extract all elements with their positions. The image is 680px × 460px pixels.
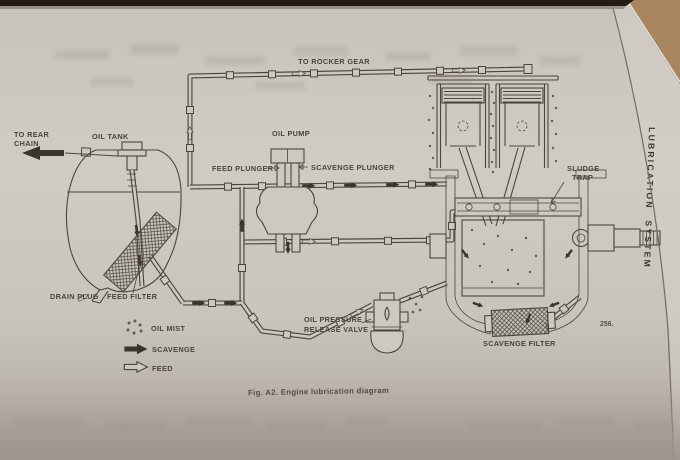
label-oil-tank: OIL TANK xyxy=(92,132,129,141)
label-oil-pump: OIL PUMP xyxy=(272,129,310,138)
crankshaft xyxy=(587,224,661,252)
label-scavenge-filter: SCAVENGE FILTER xyxy=(483,339,556,348)
feed-plunger-pointer xyxy=(266,164,280,172)
froth-tower-baffles xyxy=(127,173,137,187)
label-feed-filter: FEED FILTER xyxy=(107,292,158,301)
oil-tank xyxy=(64,141,182,304)
label-to-rocker-gear: TO ROCKER GEAR xyxy=(298,57,370,66)
diagram-labels: TO ROCKER GEAR TO REAR CHAIN OIL TANK OI… xyxy=(14,57,600,348)
page-cut-edge xyxy=(626,0,680,83)
legend-oil-mist: OIL MIST xyxy=(126,319,185,335)
drain-plug-spout xyxy=(91,288,109,304)
label-drain-plug: DRAIN PLUG xyxy=(50,292,99,301)
piston-right-crown xyxy=(500,87,544,104)
label-oil-pressure-1: OIL PRESSURE xyxy=(304,315,362,324)
rocker-pipe-end-cap xyxy=(523,64,533,74)
photo-top-dark-fade xyxy=(0,6,626,9)
label-sludge-trap-2: TRAP xyxy=(572,173,593,182)
crankcase xyxy=(429,169,661,335)
feed-plunger-stem xyxy=(276,162,286,188)
label-sludge-trap-1: SLUDGE xyxy=(567,164,600,173)
pipe-couplings xyxy=(80,66,570,340)
wrist-pin-left xyxy=(457,120,469,132)
photo-top-dark-edge xyxy=(0,0,634,6)
label-feed-plunger: FEED PLUNGER xyxy=(212,164,274,173)
lubrication-diagram: TO ROCKER GEAR TO REAR CHAIN OIL TANK OI… xyxy=(14,57,661,397)
scavenge-filter-element xyxy=(484,306,556,338)
rear-chain-feed-line xyxy=(64,152,119,157)
label-to-rear-chain-1: TO REAR xyxy=(14,130,50,139)
legend-scavenge: SCAVENGE xyxy=(124,343,195,355)
legend: OIL MIST SCAVENGE FEED xyxy=(123,319,195,373)
legend-feed: FEED xyxy=(123,361,173,373)
main-bearing-band xyxy=(454,197,582,217)
piston-left-crown xyxy=(441,87,485,104)
oil-pump xyxy=(255,148,319,254)
scavenge-plunger-pointer xyxy=(298,163,308,171)
wrist-pin-right xyxy=(516,120,528,132)
legend-oil-mist-label: OIL MIST xyxy=(151,324,185,333)
sludge-trap xyxy=(509,199,539,215)
table-surface-corner xyxy=(626,0,680,84)
legend-feed-label: FEED xyxy=(152,364,173,373)
oil-mist-symbol xyxy=(126,319,143,335)
crankcase-left-fitting xyxy=(429,233,447,259)
pipe-pump-to-crankcase-upper xyxy=(189,182,448,189)
scavenge-plunger-stem xyxy=(290,162,300,188)
photo-bottom-shadow xyxy=(0,380,680,460)
pump-body xyxy=(255,186,319,235)
feed-filter-leader xyxy=(132,271,139,294)
to-rear-chain-arrow xyxy=(22,146,64,160)
oil-pressure-release-valve xyxy=(365,292,409,354)
filler-cap xyxy=(117,141,147,171)
crank-chamber xyxy=(461,219,545,297)
legend-scavenge-label: SCAVENGE xyxy=(152,345,195,354)
label-to-rear-chain-2: CHAIN xyxy=(14,139,39,148)
label-oil-pressure-2: RELEASE VALVE xyxy=(304,325,368,334)
oil-mist-dots xyxy=(408,90,558,314)
crankcase-wall-right xyxy=(545,175,589,333)
crankcase-wall-left xyxy=(445,175,493,335)
cylinder-right xyxy=(495,83,549,227)
page-edge-strip xyxy=(613,0,680,460)
feed-filter-element xyxy=(102,211,178,293)
valve-bell xyxy=(370,330,404,354)
page-number: 256. xyxy=(600,321,614,328)
sludge-trap-leader xyxy=(550,181,565,204)
label-scavenge-plunger: SCAVENGE PLUNGER xyxy=(311,163,395,172)
